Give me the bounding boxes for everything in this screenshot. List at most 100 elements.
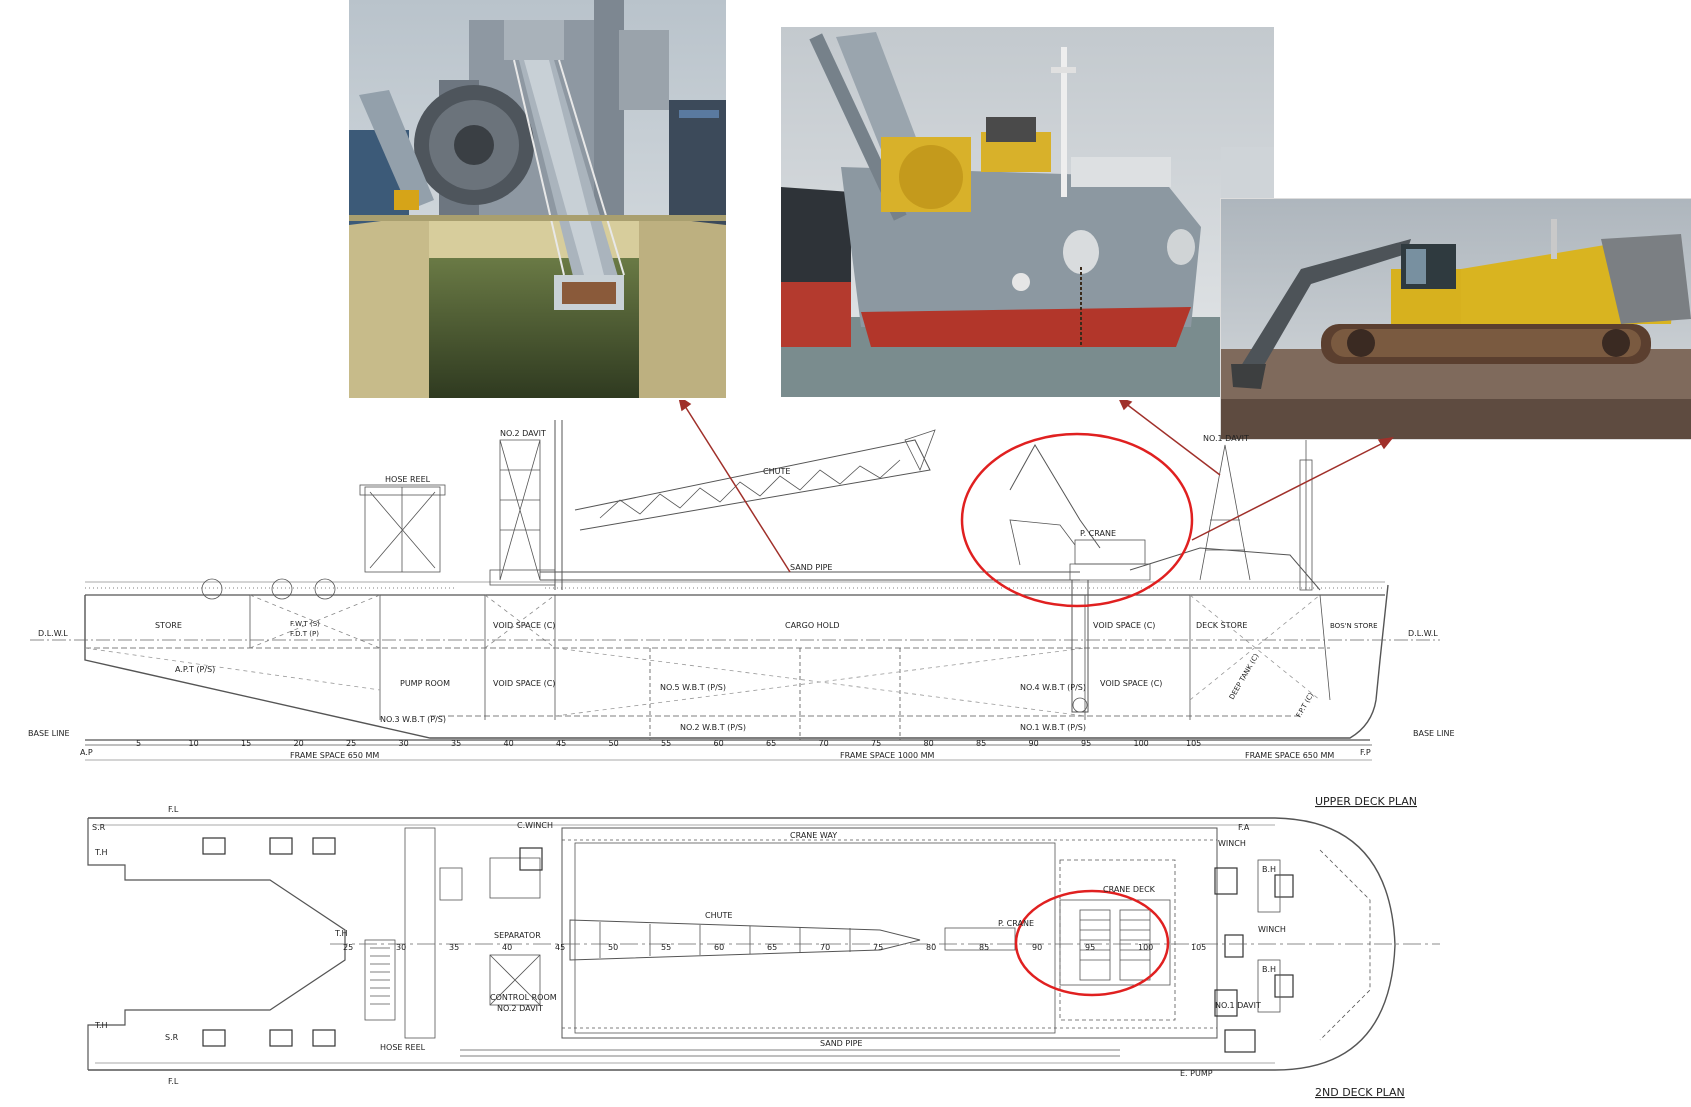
- pointer-arrows: [678, 400, 1394, 573]
- label-void-4: VOID SPACE (C): [1100, 679, 1162, 688]
- label-base-right: BASE LINE: [1413, 729, 1455, 738]
- label-bh-bot: B.H: [1262, 965, 1276, 974]
- label-fwt: F.W.T (S): [290, 620, 320, 628]
- label-fdt: F.D.T (P): [290, 630, 319, 638]
- label-c-winch: C.WINCH: [517, 821, 553, 830]
- plan-frame-number: 80: [926, 943, 936, 952]
- label-frame-aft: FRAME SPACE 650 MM: [290, 751, 379, 760]
- plan-frame-number: 25: [343, 943, 353, 952]
- label-crane-way: CRANE WAY: [790, 831, 837, 840]
- frame-number: 15: [241, 739, 251, 748]
- label-hose-reel: HOSE REEL: [385, 475, 431, 484]
- label-void-2: VOID SPACE (C): [1093, 621, 1155, 630]
- label-sand-pipe-plan: SAND PIPE: [820, 1039, 862, 1048]
- label-fa: F.A: [1238, 823, 1250, 832]
- frame-number: 35: [451, 739, 461, 748]
- title-upper-deck-plan: UPPER DECK PLAN: [1315, 795, 1417, 808]
- label-chute-plan: CHUTE: [705, 911, 732, 920]
- label-sr-top: S.R: [92, 823, 106, 832]
- label-hose-reel-plan: HOSE REEL: [380, 1043, 426, 1052]
- label-dlwl-left: D.L.W.L: [38, 629, 68, 638]
- label-frame-mid: FRAME SPACE 1000 MM: [840, 751, 935, 760]
- label-fl-bot: F.L: [168, 1077, 179, 1086]
- label-sr-bot: S.R: [165, 1033, 179, 1042]
- profile-crane-circle: [960, 432, 1194, 608]
- frame-number: 25: [346, 739, 356, 748]
- plan-frame-number: 105: [1191, 943, 1206, 952]
- label-no1-wbt: NO.1 W.B.T (P/S): [1020, 723, 1086, 732]
- label-th-mid: T.H: [334, 929, 348, 938]
- frame-number: 5: [136, 739, 141, 748]
- label-no1-davit-plan: NO.1 DAVIT: [1215, 1001, 1261, 1010]
- frame-number: 70: [819, 739, 829, 748]
- label-crane-deck: CRANE DECK: [1103, 885, 1156, 894]
- label-fl-top: F.L: [168, 805, 179, 814]
- ship-general-arrangement: HOSE REEL NO.2 DAVIT NO.1 DAVIT CHUTE SA…: [28, 400, 1455, 1099]
- label-fpt: F.P.T (C): [1295, 691, 1316, 719]
- label-cargo-hold: CARGO HOLD: [785, 621, 840, 630]
- plan-crane-circle: [1014, 889, 1170, 997]
- excavator-photo: [1221, 199, 1691, 439]
- plan-frame-number: 45: [555, 943, 565, 952]
- frame-number: 20: [294, 739, 304, 748]
- label-p-crane: P. CRANE: [1080, 529, 1116, 538]
- label-bosn-store: BOS'N STORE: [1330, 622, 1378, 630]
- plan-frame-number: 55: [661, 943, 671, 952]
- frame-number: 60: [714, 739, 724, 748]
- label-winch: WINCH: [1258, 925, 1286, 934]
- label-th-top: T.H: [94, 848, 108, 857]
- label-void-3: VOID SPACE (C): [493, 679, 555, 688]
- label-fp: F.P: [1360, 748, 1371, 757]
- label-dlwl-right: D.L.W.L: [1408, 629, 1438, 638]
- label-no2-davit: NO.2 DAVIT: [500, 429, 546, 438]
- label-deep-tank: DEEP TANK (C): [1228, 652, 1261, 701]
- label-deck-store: DECK STORE: [1196, 621, 1247, 630]
- plan-frame-number: 30: [396, 943, 406, 952]
- plan-frame-number: 40: [502, 943, 512, 952]
- plan-frame-number: 75: [873, 943, 883, 952]
- label-ap: A.P: [80, 748, 93, 757]
- plan-frame-number: 50: [608, 943, 618, 952]
- frame-number: 10: [189, 739, 199, 748]
- label-th-bot: T.H: [94, 1021, 108, 1030]
- profile-view: [30, 420, 1440, 761]
- label-p-crane-plan: P. CRANE: [998, 919, 1034, 928]
- label-apt: A.P.T (P/S): [175, 665, 215, 674]
- label-bh-top: B.H: [1262, 865, 1276, 874]
- label-no5-wbt: NO.5 W.B.T (P/S): [660, 683, 726, 692]
- frame-number: 105: [1186, 739, 1201, 748]
- frame-number: 40: [504, 739, 514, 748]
- hopper-photo: [349, 0, 726, 398]
- label-control-room: CONTROL ROOM: [490, 993, 557, 1002]
- title-2nd-deck-plan: 2ND DECK PLAN: [1315, 1086, 1405, 1099]
- label-no3-wbt: NO.3 W.B.T (P/S): [380, 715, 446, 724]
- label-store: STORE: [155, 621, 182, 630]
- frame-number: 75: [871, 739, 881, 748]
- label-chute: CHUTE: [763, 467, 790, 476]
- frame-number: 55: [661, 739, 671, 748]
- plan-frame-number: 85: [979, 943, 989, 952]
- plan-frame-number: 90: [1032, 943, 1042, 952]
- plan-frame-number: 100: [1138, 943, 1153, 952]
- frame-number: 45: [556, 739, 566, 748]
- label-pump-room: PUMP ROOM: [400, 679, 450, 688]
- label-base-left: BASE LINE: [28, 729, 70, 738]
- frame-number: 100: [1134, 739, 1149, 748]
- label-void-1: VOID SPACE (C): [493, 621, 555, 630]
- frame-number: 85: [976, 739, 986, 748]
- label-sand-pipe: SAND PIPE: [790, 563, 832, 572]
- frame-number: 90: [1029, 739, 1039, 748]
- label-frame-fwd: FRAME SPACE 650 MM: [1245, 751, 1334, 760]
- label-no2-davit-plan: NO.2 DAVIT: [497, 1004, 543, 1013]
- frame-number: 95: [1081, 739, 1091, 748]
- label-no4-wbt: NO.4 W.B.T (P/S): [1020, 683, 1086, 692]
- frame-number: 50: [609, 739, 619, 748]
- plan-frame-number: 60: [714, 943, 724, 952]
- label-separator: SEPARATOR: [494, 931, 541, 940]
- plan-view: [87, 817, 1440, 1071]
- frame-number: 65: [766, 739, 776, 748]
- frame-number: 30: [399, 739, 409, 748]
- label-winch-fwd: WINCH: [1218, 839, 1246, 848]
